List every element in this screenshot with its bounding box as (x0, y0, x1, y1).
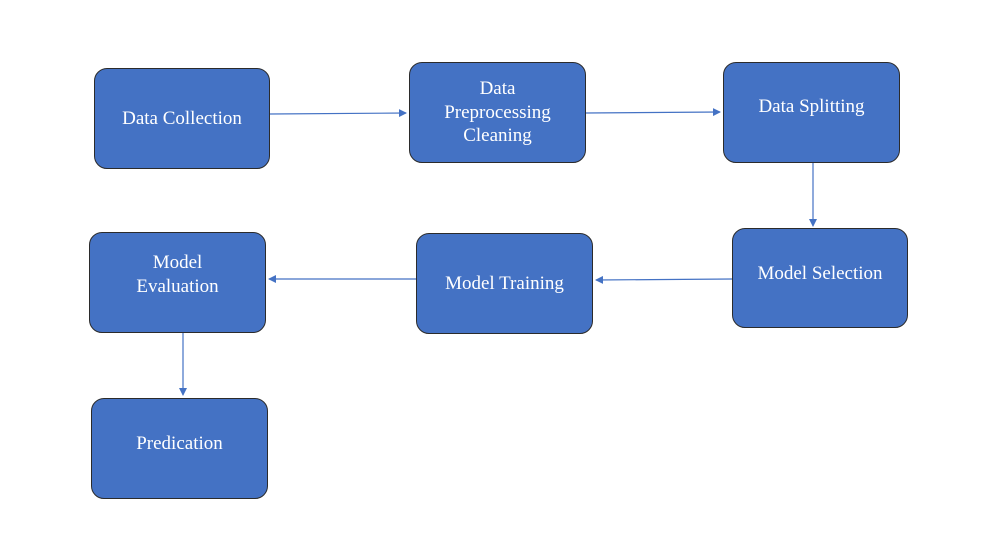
arrow-collection-to-preprocessing (269, 109, 407, 118)
node-data-splitting: Data Splitting (723, 62, 900, 163)
node-label: Data Splitting (758, 96, 865, 117)
node-label: Predication (136, 433, 223, 454)
node-data-preprocessing: Data Preprocessing Cleaning (409, 62, 586, 163)
arrow-preprocessing-to-splitting (585, 108, 721, 117)
node-label: Data Preprocessing Cleaning (444, 77, 551, 147)
node-label: Model Selection (757, 263, 883, 284)
node-label: Model Evaluation (136, 252, 219, 297)
node-model-training: Model Training (416, 233, 593, 334)
node-data-collection: Data Collection (94, 68, 270, 169)
node-model-evaluation: Model Evaluation (89, 232, 266, 333)
node-label: Data Collection (122, 107, 242, 129)
arrow-selection-to-training (595, 275, 733, 284)
node-predication: Predication (91, 398, 268, 499)
node-model-selection: Model Selection (732, 228, 908, 328)
node-label: Model Training (445, 272, 564, 294)
